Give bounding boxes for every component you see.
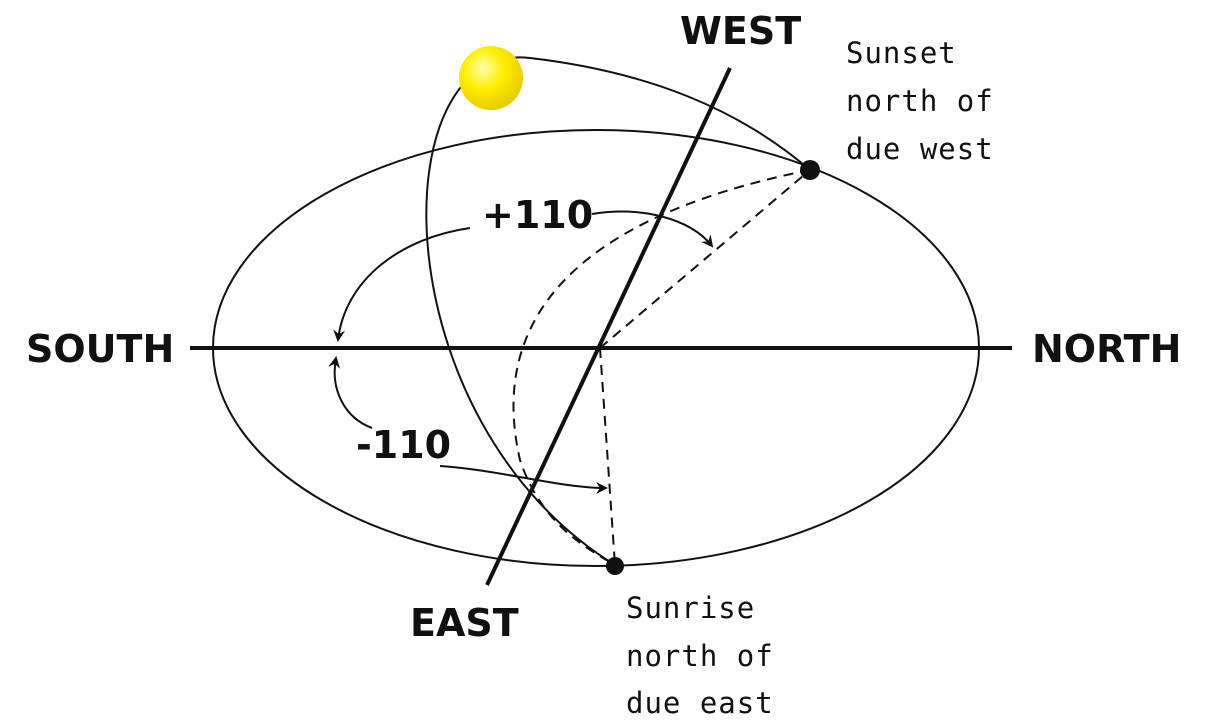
sunset-note-line-3: due west (846, 132, 994, 166)
sunrise-note-line-1: Sunrise (626, 591, 755, 625)
sunrise-point (606, 557, 624, 575)
label-west: WEST (680, 9, 801, 53)
label-north: NORTH (1032, 327, 1181, 371)
label-south: SOUTH (26, 327, 174, 371)
dashed-sunset-curve (512, 169, 811, 566)
arrow-plus-110-left (333, 227, 471, 342)
sunset-note-line-1: Sunset (846, 36, 957, 70)
arrow-minus-110-up (328, 356, 373, 429)
dashed-sunset-line (599, 169, 811, 349)
sun-path-arc (425, 56, 811, 566)
arrow-minus-110-right (439, 465, 608, 494)
east-west-axis (485, 67, 732, 586)
arrow-plus-110-right (591, 210, 714, 248)
sunrise-note-line-2: north of (626, 639, 774, 673)
sun-icon (459, 46, 523, 110)
dashed-sunrise-line (599, 347, 616, 566)
sunset-point (800, 160, 820, 180)
label-east: EAST (410, 601, 519, 645)
sunset-note-line-2: north of (846, 84, 994, 118)
label-minus-110: -110 (356, 423, 451, 467)
sunrise-note-line-3: due east (626, 686, 774, 720)
label-plus-110: +110 (482, 193, 593, 237)
